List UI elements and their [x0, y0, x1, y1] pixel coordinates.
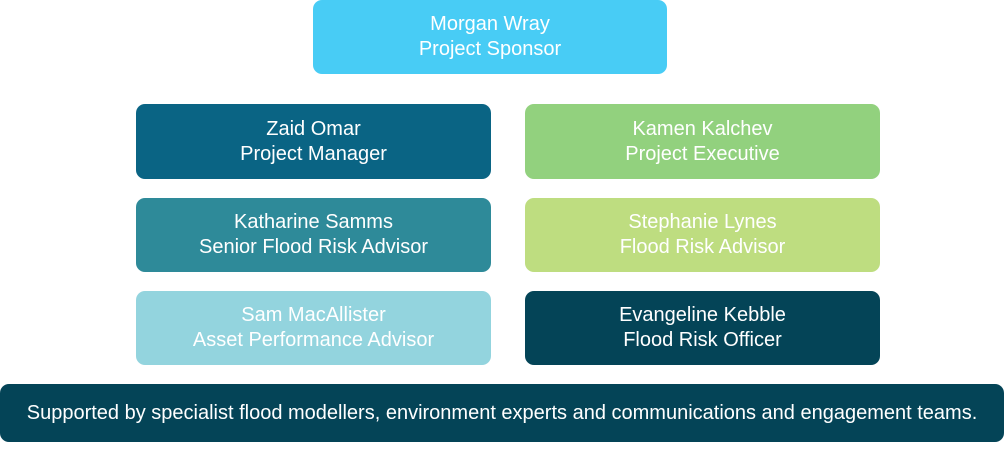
org-node-flood-risk-officer: Evangeline Kebble Flood Risk Officer — [525, 291, 880, 365]
node-role: Flood Risk Advisor — [619, 236, 786, 258]
node-name: Zaid Omar — [266, 117, 361, 140]
node-role: Project Executive — [625, 142, 780, 165]
org-node-project-executive: Kamen Kalchev Project Executive — [525, 104, 880, 179]
node-name: Stephanie Lynes — [628, 211, 777, 233]
node-role: Senior Flood Risk Advisor — [199, 236, 428, 258]
node-name: Evangeline Kebble — [619, 304, 786, 326]
node-name: Morgan Wray — [430, 13, 550, 35]
node-name: Sam MacAllister — [241, 304, 386, 326]
node-role: Asset Performance Advisor — [192, 329, 435, 351]
node-role: Project Manager — [240, 142, 387, 165]
org-node-project-sponsor: Morgan Wray Project Sponsor — [313, 0, 667, 74]
node-role: Project Sponsor — [418, 38, 562, 60]
org-node-flood-risk-advisor: Stephanie Lynes Flood Risk Advisor — [525, 198, 880, 272]
support-teams-text: Supported by specialist flood modellers,… — [26, 401, 978, 424]
node-name: Katharine Samms — [234, 211, 393, 233]
node-name: Kamen Kalchev — [632, 117, 773, 140]
org-node-asset-performance-advisor: Sam MacAllister Asset Performance Adviso… — [136, 291, 491, 365]
org-node-project-manager: Zaid Omar Project Manager — [136, 104, 491, 179]
support-teams-banner: Supported by specialist flood modellers,… — [0, 384, 1004, 442]
node-role: Flood Risk Officer — [623, 329, 782, 351]
org-node-senior-flood-risk-advisor: Katharine Samms Senior Flood Risk Adviso… — [136, 198, 491, 272]
